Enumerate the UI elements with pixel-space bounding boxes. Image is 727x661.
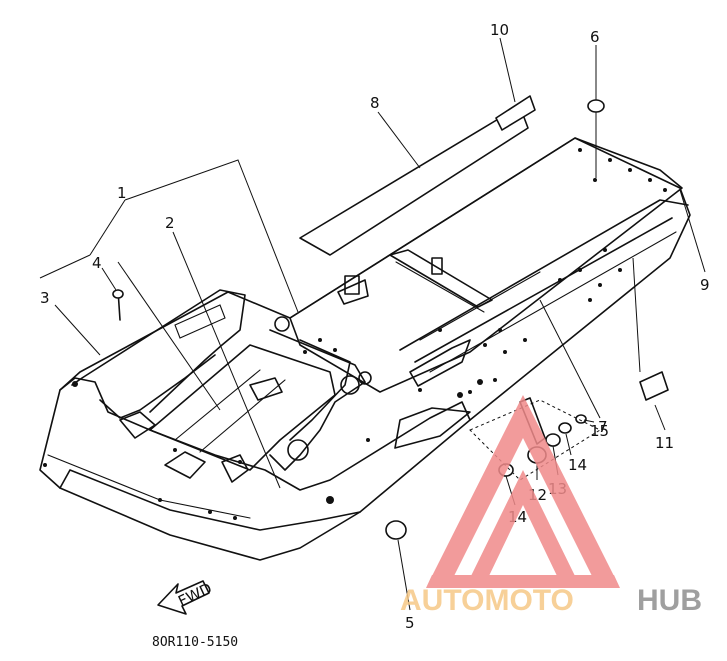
callout-15: 15	[590, 422, 609, 440]
forward-direction-arrow: FWD	[157, 579, 215, 615]
callout-labels: 10 6 8 1 2 4 3 9 7 11 15 14 13 12 14 5	[40, 21, 710, 632]
watermark-triangle-icon	[430, 395, 616, 580]
watermark-text-hub: HUB	[637, 584, 702, 617]
callout-7: 7	[598, 418, 608, 436]
callout-11: 11	[655, 434, 674, 452]
part-14-washer-right	[558, 422, 572, 434]
watermark: AUTOMOTO HUB	[400, 395, 702, 617]
part-15-bolt-head	[575, 414, 587, 424]
callout-6: 6	[590, 28, 600, 46]
part-5-cap	[385, 520, 407, 540]
part-6-grommet	[587, 99, 605, 113]
watermark-text-automoto: AUTOMOTO	[400, 584, 574, 617]
drawing-code: 8OR110-5150	[152, 635, 238, 650]
callout-4: 4	[92, 254, 102, 272]
callout-10: 10	[490, 21, 509, 39]
callout-9: 9	[700, 276, 710, 294]
callout-5: 5	[405, 614, 415, 632]
part-10-strip	[495, 95, 536, 131]
part-8-strip	[299, 111, 529, 256]
fwd-label: FWD	[175, 579, 214, 610]
part-13-washer	[545, 433, 561, 447]
part-4-rivet	[112, 289, 124, 321]
chassis-frame	[39, 137, 691, 561]
callout-14-right: 14	[568, 456, 587, 474]
callout-2: 2	[165, 214, 175, 232]
callout-1: 1	[117, 184, 127, 202]
callout-8: 8	[370, 94, 380, 112]
callout-3: 3	[40, 289, 50, 307]
part-11-label	[639, 371, 669, 401]
